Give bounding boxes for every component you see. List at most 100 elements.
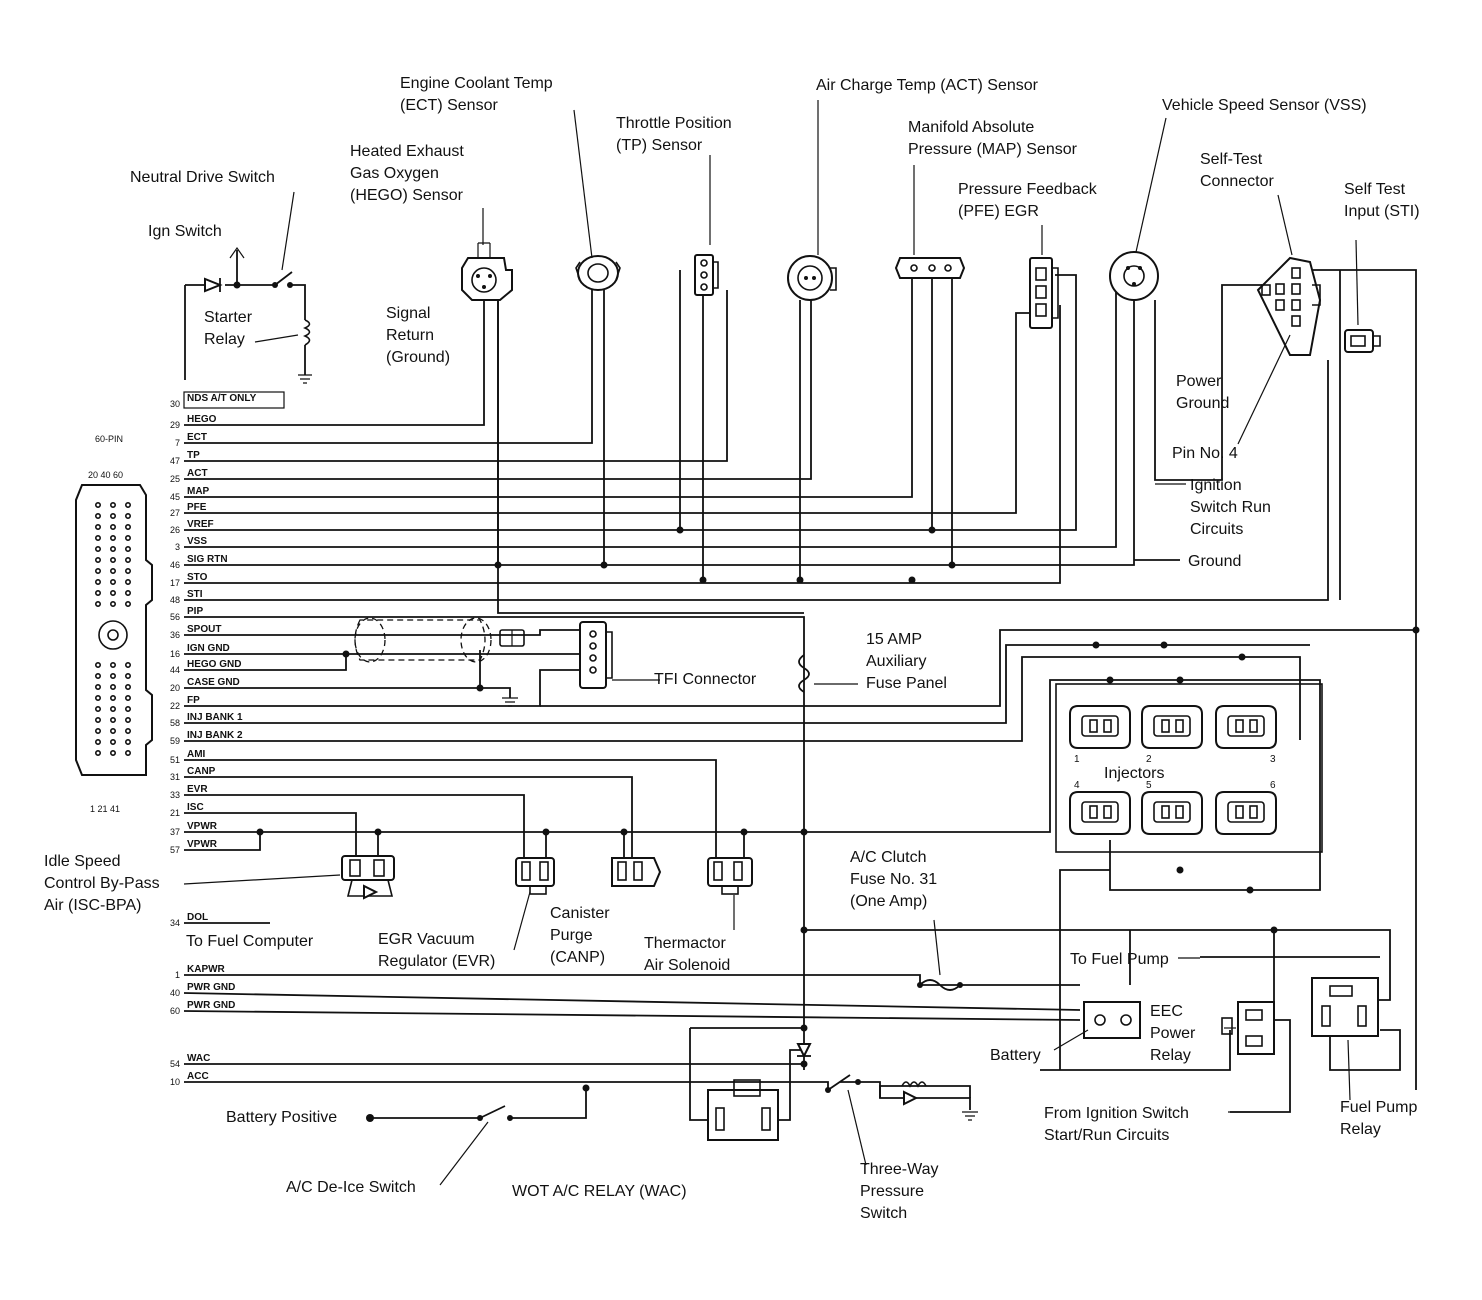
injector: 4 — [1069, 780, 1131, 835]
to-fuel-pump-label: To Fuel Pump — [1070, 951, 1169, 968]
eec-power-relay-label-line: Relay — [1150, 1047, 1191, 1064]
signal-name: ISC — [187, 802, 204, 813]
component-labels: Engine Coolant Temp(ECT) Sensor Air Char… — [44, 75, 1420, 1222]
signal-pin-number: 3 — [175, 542, 180, 552]
connector-pin-hole — [95, 534, 102, 541]
connector-pin-hole — [95, 672, 102, 679]
signal-pin-number: 45 — [170, 492, 180, 502]
diode-symbol — [796, 1043, 812, 1059]
ac-clutch-fuse-label-line: A/C Clutch — [850, 849, 926, 866]
vss-sensor-symbol — [1109, 251, 1159, 301]
three-way-pressure-switch-label-line: Three-Way — [860, 1161, 939, 1178]
three-way-pressure-switch-label-line: Pressure — [860, 1183, 924, 1200]
starter-relay-label-line: Starter — [204, 309, 253, 326]
self-test-connector-symbol — [1256, 256, 1322, 356]
eec-power-relay-label-line: Power — [1150, 1025, 1196, 1042]
connector-pin-hole — [95, 749, 102, 756]
fuel-pump-relay-symbol — [1311, 977, 1379, 1037]
signal-pin-number: 22 — [170, 701, 180, 711]
pfe-egr-label-line: Pressure Feedback — [958, 181, 1098, 198]
self-test-connector-label-line: Connector — [1200, 173, 1274, 190]
signal-pin-number: 58 — [170, 718, 180, 728]
connector-pin-hole — [95, 578, 102, 585]
tp-sensor-label: Throttle Position(TP) Sensor — [616, 115, 732, 154]
pfe-egr-symbol — [1029, 257, 1059, 329]
connector-pin-hole — [125, 545, 132, 552]
injectors-label: Injectors — [1104, 765, 1164, 782]
connector-pin-hole — [110, 534, 117, 541]
injector: 3 — [1215, 705, 1277, 765]
signal-return-label-line: (Ground) — [386, 349, 450, 366]
signal-pin-number: 36 — [170, 630, 180, 640]
connector-pin-hole — [110, 683, 117, 690]
connector-pin-hole — [95, 738, 102, 745]
connector-pin-hole — [110, 705, 117, 712]
ac-clutch-fuse-symbol — [917, 979, 963, 991]
connector-pin-hole — [95, 683, 102, 690]
signal-name: ECT — [187, 432, 207, 443]
signal-pin-number: 27 — [170, 508, 180, 518]
act-sensor-label-line: Air Charge Temp (ACT) Sensor — [816, 77, 1039, 94]
connector-pin-hole — [125, 567, 132, 574]
signal-name: TP — [187, 450, 200, 461]
signal-return-label-line: Return — [386, 327, 434, 344]
signal-name: CANP — [187, 766, 216, 777]
ac-clutch-fuse-label-line: Fuse No. 31 — [850, 871, 937, 888]
thermactor-label-line: Air Solenoid — [644, 957, 730, 974]
signal-name: KAPWR — [187, 964, 226, 975]
evr-label-line: Regulator (EVR) — [378, 953, 495, 970]
signal-pin-number: 60 — [170, 1006, 180, 1016]
signal-name: STI — [187, 589, 203, 600]
connector-pin-hole — [110, 727, 117, 734]
signal-pin-number: 59 — [170, 736, 180, 746]
neutral-drive-switch-label-line: Neutral Drive Switch — [130, 169, 275, 186]
connector-pin-hole — [125, 672, 132, 679]
connector-pin-hole — [125, 523, 132, 530]
fuel-pump-relay-label-line: Relay — [1340, 1121, 1381, 1138]
self-test-input-label-line: Input (STI) — [1344, 203, 1420, 220]
signal-name: MAP — [187, 486, 210, 497]
three-way-switch-symbol — [825, 1074, 978, 1121]
signal-name: SPOUT — [187, 624, 221, 635]
injector-number: 4 — [1074, 780, 1080, 791]
connector-pin-hole — [110, 661, 117, 668]
junction-dots — [233, 281, 1420, 1092]
nds-label-box — [183, 391, 285, 409]
signal-pin-number: 7 — [175, 438, 180, 448]
evr-symbol — [515, 857, 555, 895]
injector-number: 5 — [1146, 780, 1152, 791]
starter-relay-label-line: Relay — [204, 331, 245, 348]
connector-pin-hole — [95, 694, 102, 701]
signal-name: PIP — [187, 606, 203, 617]
signal-name: STO — [187, 572, 208, 583]
injector: 2 — [1141, 705, 1203, 765]
hego-sensor-symbol — [461, 242, 513, 301]
pfe-egr-label: Pressure Feedback (PFE) EGR — [958, 181, 1098, 220]
signal-return-label-line: Signal — [386, 305, 430, 322]
wot-ac-relay-symbol — [707, 1079, 779, 1141]
self-test-connector-label-line: Self-Test — [1200, 151, 1263, 168]
leader-arrows — [183, 100, 1359, 1186]
signal-name: FP — [187, 695, 200, 706]
connector-pin-hole — [110, 589, 117, 596]
pin-no-4-label-line: Pin No. 4 — [1172, 445, 1238, 462]
signal-name: VREF — [187, 519, 214, 530]
ac-clutch-fuse-label-line: (One Amp) — [850, 893, 927, 910]
signal-name: CASE GND — [187, 677, 240, 688]
signal-pin-number: 20 — [170, 683, 180, 693]
connector-pin-hole — [95, 501, 102, 508]
pfe-egr-label-line: (PFE) EGR — [958, 203, 1039, 220]
signal-pin-number: 57 — [170, 845, 180, 855]
starter-circuit-symbols — [204, 271, 311, 346]
isc-bpa-symbol — [341, 855, 395, 900]
map-sensor-label-line: Manifold Absolute — [908, 119, 1034, 136]
vss-label: Vehicle Speed Sensor (VSS) — [1162, 97, 1367, 114]
eec-power-relay-label-line: EEC — [1150, 1003, 1183, 1020]
